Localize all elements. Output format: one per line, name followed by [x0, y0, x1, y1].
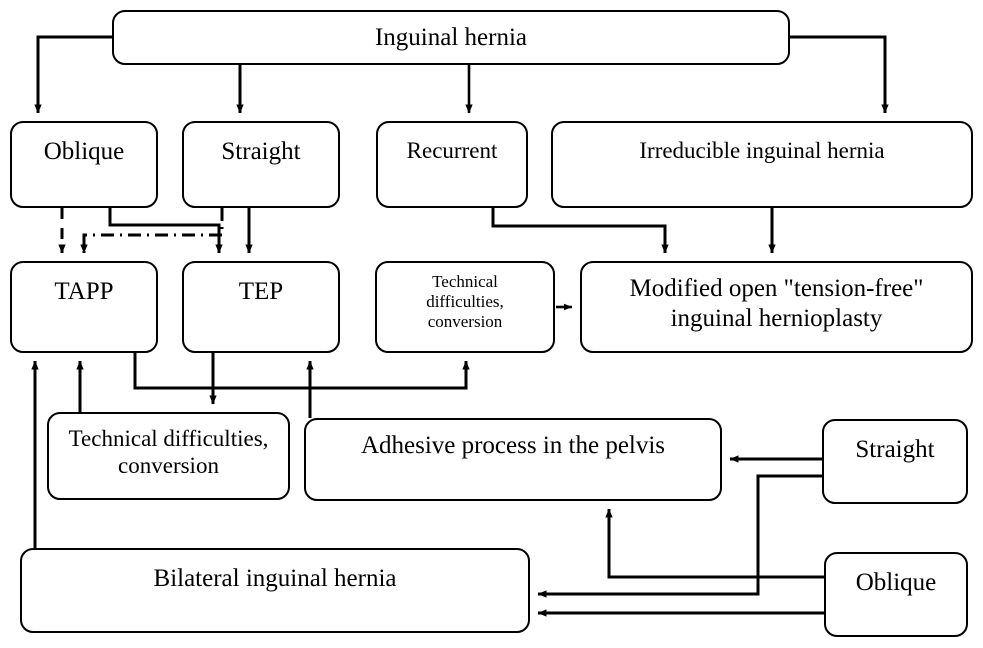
node-label: Irreducible inguinal hernia — [639, 138, 885, 163]
node-label: Technical difficulties, conversion — [68, 426, 269, 479]
edge-recurrent-to-modified — [491, 208, 669, 254]
node-label: Adhesive process in the pelvis — [360, 432, 666, 459]
node-label: TAPP — [54, 278, 114, 305]
node-tapp[interactable]: TAPP — [10, 261, 158, 353]
node-label: Modified open "tension-free" inguinal he… — [629, 275, 924, 332]
node-irreducible-inguinal-hernia[interactable]: Irreducible inguinal hernia — [551, 121, 973, 208]
node-modified-open-tension-free-hernioplasty[interactable]: Modified open "tension-free" inguinal he… — [580, 261, 973, 353]
node-tep[interactable]: TEP — [182, 261, 340, 353]
node-label: Inguinal hernia — [374, 24, 528, 51]
node-oblique-bottom[interactable]: Oblique — [824, 552, 968, 637]
node-label: Bilateral inguinal hernia — [153, 565, 397, 592]
node-inguinal-hernia[interactable]: Inguinal hernia — [112, 10, 790, 65]
edge-straight-to-tapp — [80, 208, 224, 254]
node-straight-top[interactable]: Straight — [182, 121, 340, 208]
node-label: Recurrent — [406, 138, 498, 163]
node-straight-bottom[interactable]: Straight — [822, 419, 968, 504]
edge-hernia-to-oblique — [34, 35, 112, 114]
edge-hernia-to-irreducible — [790, 35, 889, 114]
edge-straightb-to-bilateral — [537, 474, 822, 598]
node-label: Oblique — [43, 138, 125, 165]
node-label: Straight — [855, 436, 935, 463]
edge-obliqueb-to-adhesive — [605, 508, 824, 579]
node-technical-difficulties-conversion-mid[interactable]: Technical difficulties, conversion — [375, 261, 555, 353]
node-oblique-top[interactable]: Oblique — [10, 121, 158, 208]
edge-oblique-to-tep — [108, 208, 223, 254]
node-label: Technical difficulties, conversion — [426, 272, 504, 332]
node-label: TEP — [238, 278, 284, 305]
edge-tapp-to-techmid — [133, 353, 470, 390]
node-technical-difficulties-conversion-bottom[interactable]: Technical difficulties, conversion — [47, 412, 290, 500]
node-label: Straight — [221, 138, 301, 165]
node-recurrent[interactable]: Recurrent — [376, 121, 528, 208]
node-bilateral-inguinal-hernia[interactable]: Bilateral inguinal hernia — [20, 548, 530, 633]
node-adhesive-process-in-the-pelvis[interactable]: Adhesive process in the pelvis — [304, 418, 722, 501]
node-label: Oblique — [855, 569, 937, 596]
